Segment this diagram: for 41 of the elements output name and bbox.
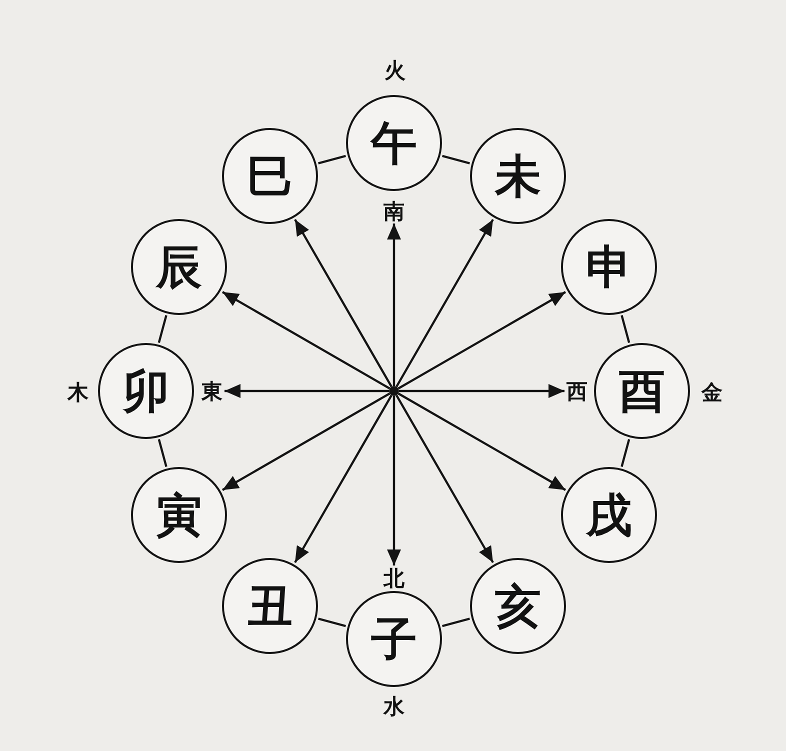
arrow: [399, 384, 564, 398]
circle-node: 戌: [560, 467, 657, 563]
element-label: 木: [68, 382, 88, 402]
connector-line: [158, 315, 168, 343]
direction-label: 南: [384, 200, 404, 222]
element-label: 火: [384, 60, 406, 80]
arrow: [398, 392, 566, 491]
circle-node: 亥: [470, 558, 566, 654]
arrow: [222, 392, 390, 491]
circle-node: 寅: [131, 467, 228, 563]
connector-line: [442, 618, 470, 628]
circle-node: 午: [346, 95, 442, 191]
connector-line: [620, 439, 630, 467]
circle-node: 辰: [131, 219, 228, 315]
direction-label: 東: [202, 380, 222, 402]
circle-node: 巳: [222, 128, 318, 224]
connector-line: [318, 154, 346, 164]
connector-line: [442, 154, 470, 164]
arrow: [294, 218, 392, 388]
arrow: [294, 394, 392, 564]
direction-label: 北: [384, 568, 404, 588]
element-label: 金: [702, 382, 722, 402]
circle-node: 丑: [222, 558, 318, 654]
arrow: [387, 224, 401, 386]
circle-node: 酉: [594, 343, 690, 439]
circle-node: 子: [346, 591, 442, 687]
arrow: [387, 396, 401, 566]
circle-node: 申: [560, 219, 657, 315]
arrow: [396, 218, 494, 388]
direction-label: 西: [566, 380, 588, 402]
center-dot: [389, 386, 399, 396]
element-label: 水: [384, 696, 404, 716]
connector-line: [620, 315, 630, 343]
arrow: [398, 291, 566, 390]
arrow: [222, 291, 390, 390]
circle-node: 卯: [98, 343, 194, 439]
arrow: [224, 384, 389, 398]
connector-line: [318, 618, 346, 628]
connector-line: [158, 439, 168, 467]
circle-node: 未: [470, 128, 566, 224]
arrow: [396, 394, 494, 564]
